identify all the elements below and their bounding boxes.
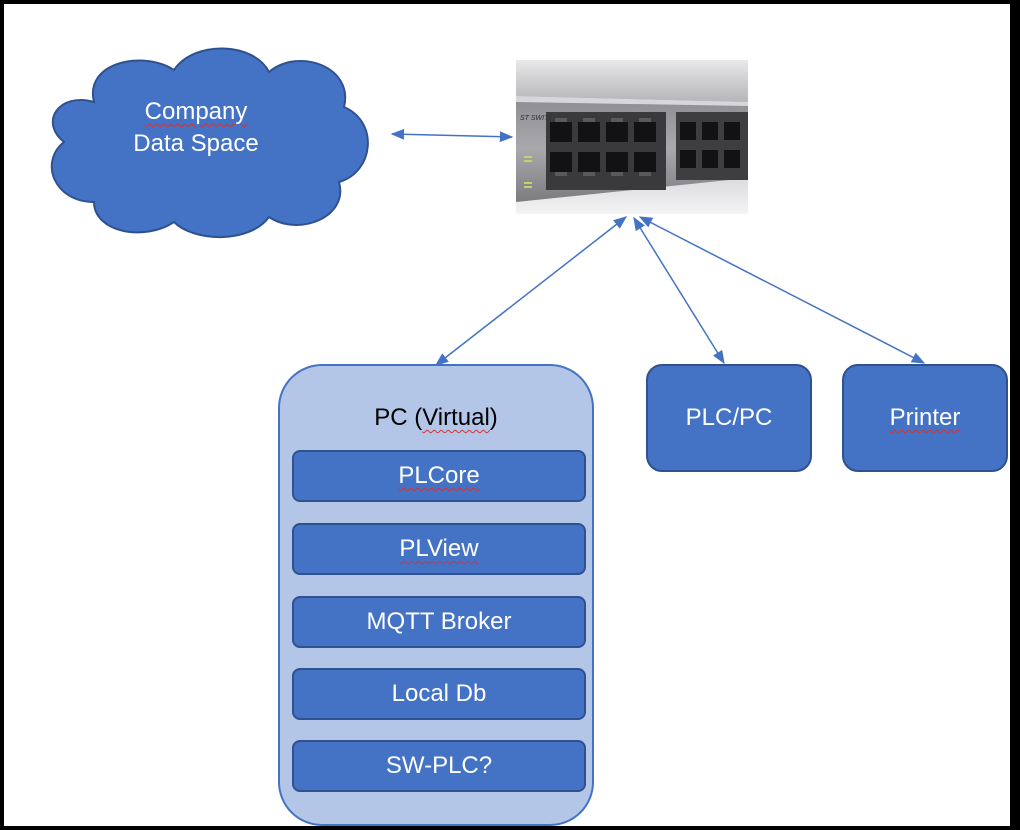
switch-brand-text: ST SWITCH	[520, 115, 559, 122]
network-switch-image: ST SWITCH	[516, 60, 748, 214]
module-label: Local Db	[391, 680, 487, 707]
module-mqtt-broker[interactable]: MQTT Broker	[292, 596, 586, 648]
pc-virtual-title: PC (Virtual)	[280, 404, 592, 432]
cloud-label-line2: Data Space	[133, 130, 259, 157]
connector-switch-pc	[434, 216, 628, 366]
port-block-left	[546, 112, 666, 190]
connector-layer	[390, 128, 926, 366]
module-local-db[interactable]: Local Db	[292, 668, 586, 720]
module-label: MQTT Broker	[366, 608, 512, 635]
cloud-label-line1: Company	[144, 98, 248, 125]
module-plcore[interactable]: PLCore	[292, 450, 586, 502]
module-plview[interactable]: PLView	[292, 523, 586, 575]
port-block-right	[676, 112, 748, 180]
pc-title-word: Virtual	[422, 404, 490, 431]
connector-switch-plc	[633, 216, 725, 365]
device-printer[interactable]: Printer	[842, 364, 1008, 472]
device-printer-label: Printer	[889, 404, 961, 431]
device-plc-pc-label: PLC/PC	[685, 404, 773, 431]
connector-switch-printer	[638, 216, 926, 364]
module-label: PLView	[399, 535, 479, 562]
cloud-label: Company Data Space	[96, 96, 296, 160]
connector-cloud-switch	[390, 128, 514, 143]
module-sw-plc[interactable]: SW-PLC?	[292, 740, 586, 792]
pc-virtual-container: PC (Virtual) PLCore PLView MQTT Broker L…	[278, 364, 594, 826]
pc-title-prefix: PC (	[374, 404, 423, 431]
cloud-shape	[50, 47, 369, 239]
module-label: SW-PLC?	[385, 752, 493, 779]
pc-title-suffix: )	[489, 404, 498, 431]
device-plc-pc[interactable]: PLC/PC	[646, 364, 812, 472]
module-label: PLCore	[398, 462, 480, 489]
network-switch-icon: ST SWITCH	[516, 60, 748, 214]
